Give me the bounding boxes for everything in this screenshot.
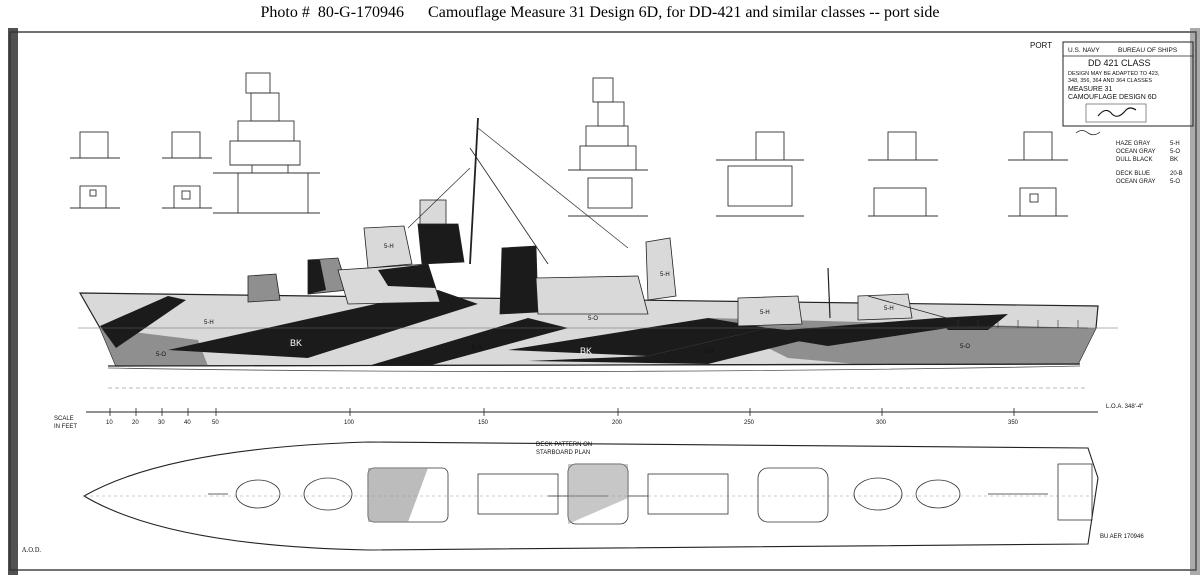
scale-tick-100: 100 xyxy=(344,420,355,426)
bk-wedge-bow xyxy=(100,296,186,348)
right-edge-shadow xyxy=(1190,28,1200,575)
label-sh-3: 5-H xyxy=(704,349,714,355)
scale-tick-350: 350 xyxy=(1008,420,1019,426)
loa-label: L.O.A. 348'-4" xyxy=(1106,404,1143,410)
scale-label: SCALE xyxy=(54,416,74,422)
label-sh-6: 5-H xyxy=(884,306,894,312)
scale-tick-200: 200 xyxy=(612,420,623,426)
plan-sheet: PORT U.S. NAVY BUREAU OF SHIPS DD 421 CL… xyxy=(8,28,1200,575)
ship-superstructure xyxy=(247,117,1089,329)
label-so-3: 5-O xyxy=(588,316,598,322)
scale-tick-50: 50 xyxy=(212,420,219,426)
bk-wedge-1 xyxy=(168,290,478,358)
photo-caption: Photo # 80-G-170946 Camouflage Measure 3… xyxy=(260,4,940,21)
approval-signature xyxy=(1097,107,1137,117)
negative-number: BU AER 170946 xyxy=(1100,534,1144,540)
ship-profile xyxy=(78,290,1118,389)
scale-tick-250: 250 xyxy=(744,420,755,426)
scale-bar: SCALE IN FEET 10 20 30 40 50 100 150 200… xyxy=(54,404,1143,430)
title-adapt1: DESIGN MAY BE ADAPTED TO 423, xyxy=(1068,71,1160,77)
scale-tick-150: 150 xyxy=(478,420,489,426)
title-measure: MEASURE 31 xyxy=(1068,86,1112,93)
legend-ocean-gray: OCEAN GRAY xyxy=(1116,149,1156,155)
bk-wedge-5 xyxy=(748,318,948,346)
legend-deck-blue-code: 20-B xyxy=(1170,171,1183,177)
port-label: PORT xyxy=(1030,41,1052,50)
section-views xyxy=(70,72,1068,217)
title-adapt2: 348, 356, 364 AND 364 CLASSES xyxy=(1068,78,1152,84)
label-bk-mid: BK xyxy=(580,346,592,356)
legend-deck-blue: DECK BLUE xyxy=(1116,171,1150,177)
legend-ocean-gray-code: 5-O xyxy=(1170,149,1180,155)
legend-haze-gray-code: 5-H xyxy=(1170,141,1180,147)
scale-tick-10: 10 xyxy=(106,420,113,426)
drafter-initials: A.O.D. xyxy=(21,547,41,554)
deck-plan-label: DECK PATTERN ON xyxy=(536,442,592,448)
legend-ocean-gray-2: OCEAN GRAY xyxy=(1116,179,1156,185)
left-edge-shadow xyxy=(8,28,18,575)
deck-plan: DECK PATTERN ON STARBOARD PLAN xyxy=(82,441,1099,551)
label-sh-4: 5-H xyxy=(660,272,670,278)
scale-units: IN FEET xyxy=(54,424,77,430)
bk-wedge-2 xyxy=(368,318,568,366)
bk-wedge-4 xyxy=(528,328,828,364)
scale-tick-30: 30 xyxy=(158,420,165,426)
scale-tick-300: 300 xyxy=(876,420,887,426)
label-sh-5: 5-H xyxy=(760,310,770,316)
title-class: DD 421 CLASS xyxy=(1088,58,1151,68)
legend-ocean-gray-2-code: 5-O xyxy=(1170,179,1180,185)
title-design: CAMOUFLAGE DESIGN 6D xyxy=(1068,94,1157,101)
label-sh-1: 5-H xyxy=(204,320,214,326)
bk-wedge-3 xyxy=(508,318,768,356)
title-navy: U.S. NAVY xyxy=(1068,47,1100,54)
label-so-1: 5-O xyxy=(156,352,166,358)
title-block: U.S. NAVY BUREAU OF SHIPS DD 421 CLASS D… xyxy=(1062,41,1194,127)
legend-dull-black: DULL BLACK xyxy=(1116,157,1152,163)
label-sh-7: 5-H xyxy=(384,244,394,250)
deck-plan-sublabel: STARBOARD PLAN xyxy=(536,450,590,456)
scale-tick-20: 20 xyxy=(132,420,139,426)
label-sh-2: 5-H xyxy=(472,345,482,351)
sh-wedge-1 xyxy=(308,304,528,366)
label-so-2: 5-O xyxy=(960,344,970,350)
camouflage-drawing: PORT U.S. NAVY BUREAU OF SHIPS DD 421 CL… xyxy=(8,28,1200,575)
title-bureau: BUREAU OF SHIPS xyxy=(1118,47,1178,54)
legend-haze-gray: HAZE GRAY xyxy=(1116,141,1150,147)
color-legend: HAZE GRAY 5-H OCEAN GRAY 5-O DULL BLACK … xyxy=(1075,130,1183,185)
hull-color-labels: BK BK 5-H 5-H 5-H 5-H 5-H 5-H 5-H 5-O 5-… xyxy=(156,244,970,358)
scale-tick-40: 40 xyxy=(184,420,191,426)
legend-dull-black-code: BK xyxy=(1170,157,1178,163)
label-bk-forward: BK xyxy=(290,338,302,348)
